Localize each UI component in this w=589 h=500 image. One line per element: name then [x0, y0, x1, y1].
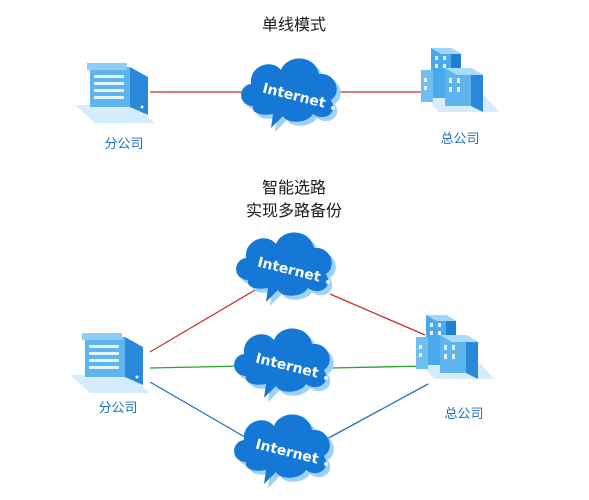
blue-link-left: [149, 381, 251, 441]
office-building-icon: [75, 63, 155, 123]
top-hq-label: 总公司: [440, 132, 479, 147]
multi-path-backup-title: 实现多路备份: [246, 201, 342, 220]
single-line-title: 单线模式: [262, 15, 326, 34]
green-link-right: [329, 365, 429, 369]
smart-routing-title: 智能选路: [262, 178, 326, 197]
skyscraper-cluster-icon: [421, 48, 499, 112]
red-link-left: [149, 289, 256, 353]
skyscraper-cluster-icon: [416, 315, 494, 379]
green-link-left: [149, 365, 246, 369]
red-link-right: [329, 293, 426, 336]
bottom-hq-label: 总公司: [444, 407, 483, 422]
top-branch-label: 分公司: [104, 137, 143, 152]
bottom-branch-label: 分公司: [98, 401, 137, 416]
office-building-icon: [70, 333, 150, 393]
blue-link-right: [324, 383, 429, 441]
